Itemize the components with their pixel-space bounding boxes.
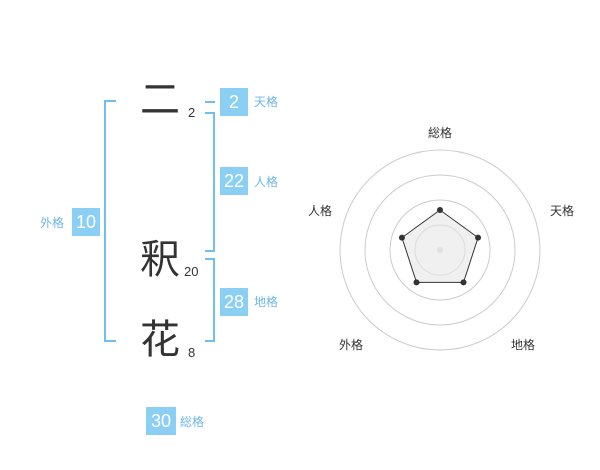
jinkaku-badge: 22 — [220, 167, 248, 195]
chikaku-label: 地格 — [254, 295, 279, 309]
radar-axis-label-2: 地格 — [511, 338, 536, 352]
radar-point-4 — [398, 234, 405, 241]
tenkaku-label: 天格 — [254, 95, 279, 109]
stroke-count-3: 8 — [188, 345, 196, 360]
chikaku-badge: 28 — [220, 288, 248, 316]
gaikaku-bracket — [104, 100, 116, 342]
stroke-count-2: 20 — [184, 264, 199, 279]
name-char-1: 二 — [140, 77, 180, 123]
radar-ring — [389, 199, 491, 301]
radar-center-dot — [437, 247, 443, 253]
chikaku-bracket — [205, 258, 215, 342]
radar-axis-label-3: 外格 — [339, 338, 364, 352]
name-char-2: 釈 — [140, 237, 180, 283]
tenkaku-badge: 2 — [220, 88, 248, 116]
tenkaku-bracket — [205, 101, 215, 103]
soukaku-badge: 30 — [146, 407, 176, 435]
name-char-3: 花 — [140, 317, 180, 363]
radar-point-3 — [413, 279, 420, 286]
radar-point-1 — [475, 234, 482, 241]
radar-point-2 — [460, 279, 467, 286]
gaikaku-badge: 10 — [72, 208, 100, 236]
radar-axis-label-1: 天格 — [550, 204, 575, 218]
radar-point-0 — [437, 207, 443, 213]
radar-series-polygon — [401, 209, 479, 283]
radar-axis-label-0: 総格 — [428, 126, 453, 140]
radar-ring — [339, 149, 541, 351]
jinkaku-bracket — [205, 112, 215, 252]
radar-axis-label-4: 人格 — [308, 204, 333, 218]
radar-chart — [339, 149, 541, 351]
jinkaku-label: 人格 — [254, 175, 279, 189]
radar-ring — [364, 174, 516, 326]
stroke-count-1: 2 — [188, 105, 196, 120]
gaikaku-label: 外格 — [40, 216, 65, 230]
soukaku-label: 総格 — [180, 415, 205, 429]
